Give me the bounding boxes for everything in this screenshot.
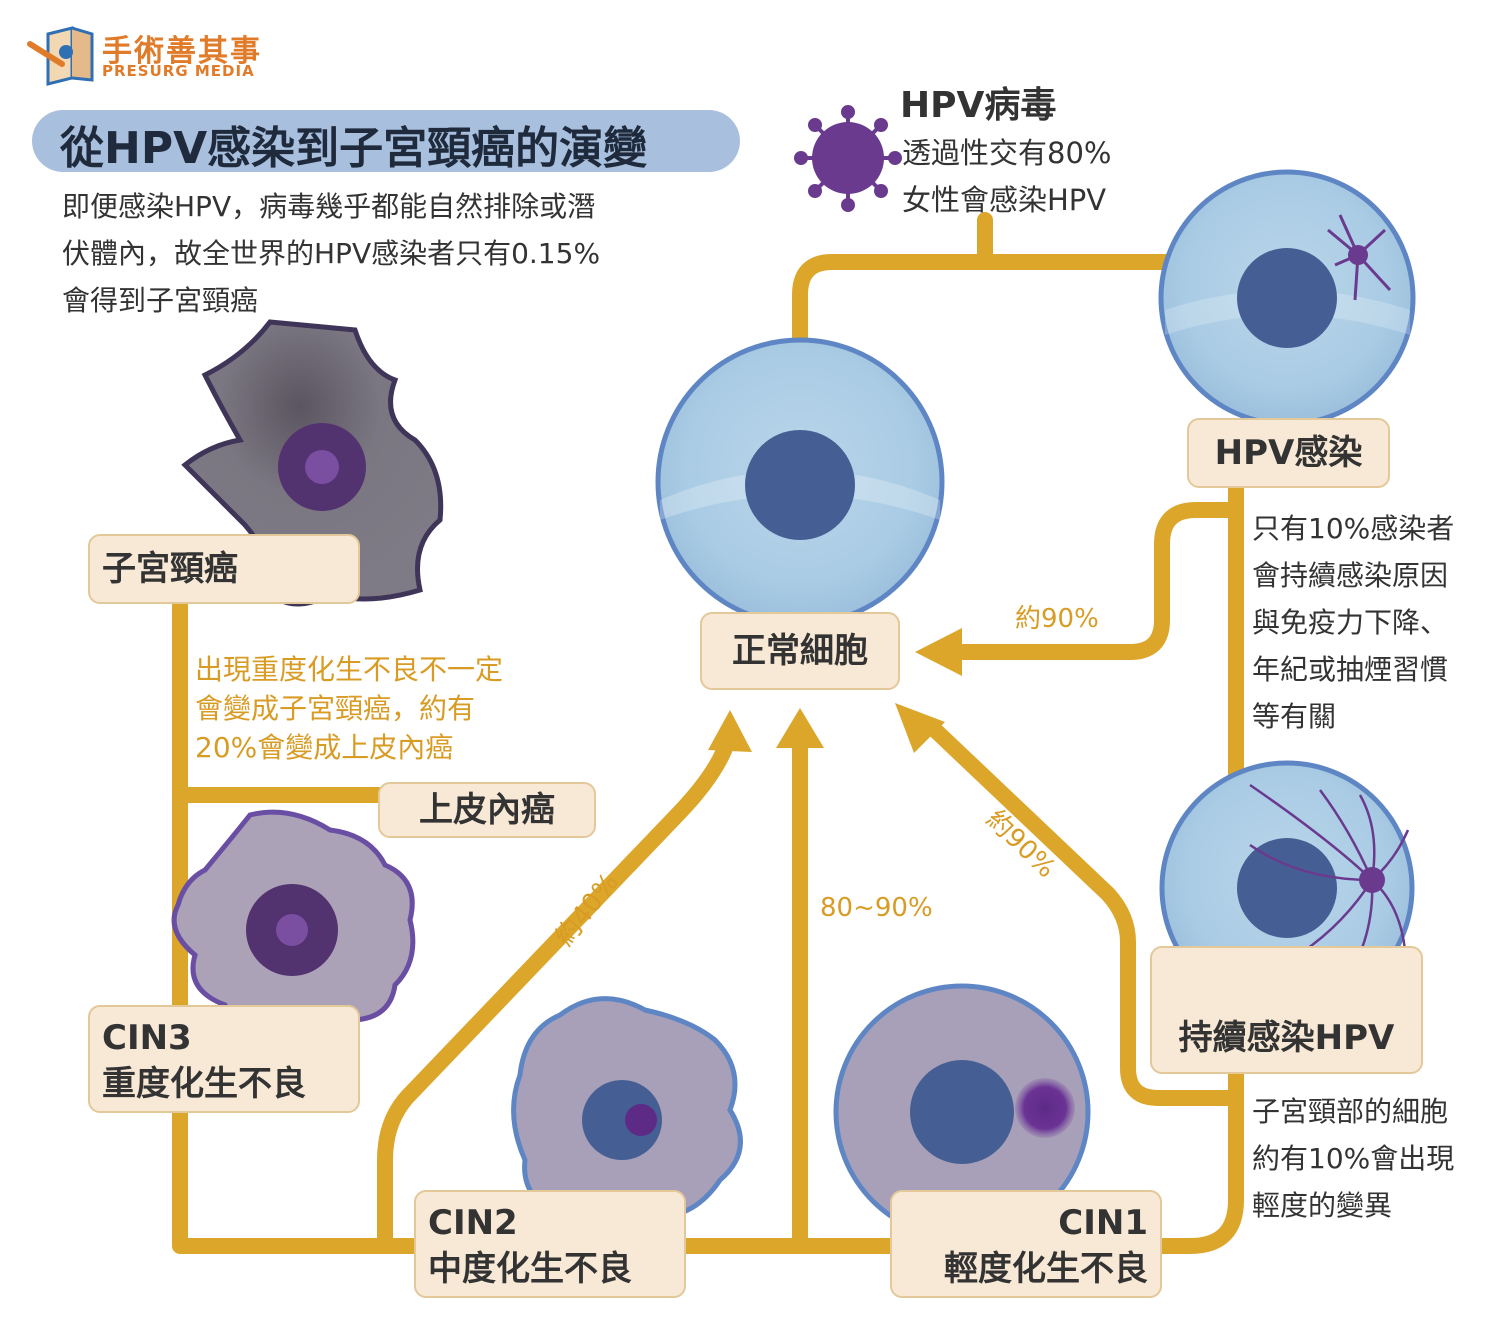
hpv-virus-title: HPV病毒	[900, 85, 1057, 126]
note-mild-line-1: 子宮頸部的細胞	[1252, 1095, 1449, 1128]
label-persistent-infection: 持續感染HPV	[1150, 946, 1423, 1074]
note-persistent-reason: 只有10%感染者 會持續感染原因 與免疫力下降、 年紀或抽煙習慣 等有關	[1252, 505, 1454, 740]
label-cin2: CIN2 中度化生不良	[414, 1190, 686, 1298]
note-mild-line-2: 約有10%會出現	[1252, 1142, 1455, 1175]
cin3-cell-icon	[171, 809, 416, 1037]
note-mild-line-3: 輕度的變異	[1252, 1189, 1393, 1222]
note-persistent-line-2: 會持續感染原因	[1252, 559, 1449, 592]
note-mild-change: 子宮頸部的細胞 約有10%會出現 輕度的變異	[1252, 1088, 1454, 1229]
intro-line-3: 會得到子宮頸癌	[62, 284, 259, 317]
note-persistent-line-5: 等有關	[1252, 700, 1337, 733]
label-cin3-name: 重度化生不良	[102, 1064, 306, 1104]
note-persistent-line-4: 年紀或抽煙習慣	[1252, 653, 1449, 686]
arrow-head-cin-to-normal	[776, 708, 824, 748]
note-persistent-line-3: 與免疫力下降、	[1252, 606, 1449, 639]
brand-name-en: PRESURG MEDIA	[102, 62, 255, 80]
intro-line-2: 伏體內，故全世界的HPV感染者只有0.15%	[62, 237, 601, 270]
brand-logo-icon	[27, 26, 94, 86]
hpv-infection-cell-icon	[1158, 169, 1416, 427]
note-severe: 出現重度化生不良不一定 會變成子宮頸癌，約有 20%會變成上皮內癌	[195, 650, 615, 767]
label-cin2-code: CIN2	[428, 1203, 518, 1243]
arrow-heads	[708, 628, 962, 753]
label-normal-cell: 正常細胞	[700, 612, 900, 690]
page-title: 從HPV感染到子宮頸癌的演變	[60, 123, 648, 174]
arrow-label-cin-to-normal: 80~90%	[820, 893, 933, 923]
title-pill	[32, 110, 740, 172]
normal-cell-icon	[655, 337, 945, 627]
label-cin2-name: 中度化生不良	[428, 1249, 632, 1289]
label-cin3: CIN3 重度化生不良	[88, 1005, 360, 1113]
hpv-virus-line-1: 透過性交有80%	[902, 136, 1112, 170]
label-cervical-cancer: 子宮頸癌	[88, 534, 360, 604]
arrow-label-hpv-to-normal: 約90%	[1015, 604, 1099, 634]
note-severe-line-1: 出現重度化生不良不一定	[195, 653, 504, 686]
cin1-cell-icon	[833, 983, 1091, 1241]
label-cin1-code: CIN1	[1058, 1203, 1148, 1243]
progression-paths	[172, 212, 1244, 1254]
brand-name: 手術善其事	[102, 34, 262, 69]
label-cin1: CIN1 輕度化生不良	[890, 1190, 1162, 1298]
label-cin1-name: 輕度化生不良	[944, 1249, 1148, 1289]
arrow-head-cin2-to-normal	[708, 710, 752, 752]
label-hpv-infection: HPV感染	[1187, 418, 1390, 488]
cin2-cell-icon	[511, 996, 743, 1227]
intro-line-1: 即便感染HPV，病毒幾乎都能自然排除或潛	[62, 190, 596, 223]
arrow-head-hpv-to-normal	[915, 628, 962, 676]
note-severe-line-3: 20%會變成上皮內癌	[195, 731, 454, 764]
label-cin3-code: CIN3	[102, 1018, 192, 1058]
hpv-virus-icon	[794, 105, 902, 212]
hpv-virus-line-2: 女性會感染HPV	[902, 183, 1107, 217]
note-persistent-line-1: 只有10%感染者	[1252, 512, 1455, 545]
note-severe-line-2: 會變成子宮頸癌，約有	[195, 692, 476, 725]
label-carcinoma-in-situ: 上皮內癌	[378, 782, 596, 838]
arrow-head-cin1-to-normal	[895, 703, 945, 753]
